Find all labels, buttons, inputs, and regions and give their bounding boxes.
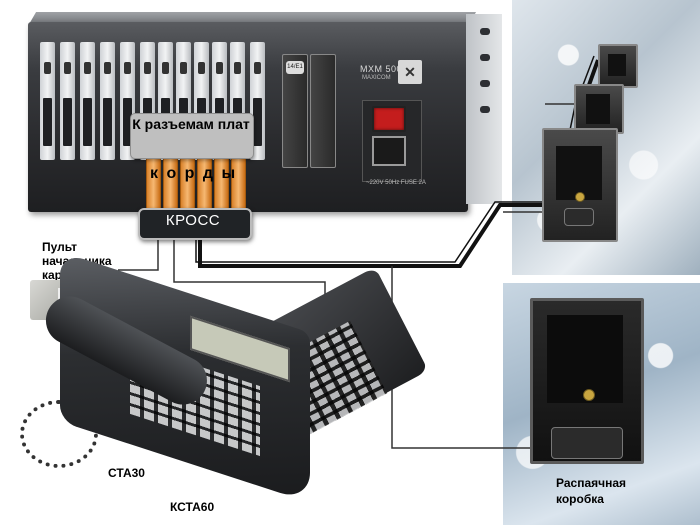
power-switch <box>372 106 406 132</box>
line-card <box>80 42 95 160</box>
junction-box-label: Распаячная коробка <box>556 476 627 506</box>
cords-label: к о р д ы <box>150 165 238 182</box>
device-model: MXM 500 <box>360 64 403 74</box>
cta30-label: СТА30 <box>108 466 145 480</box>
ear-hole <box>480 54 490 61</box>
cord <box>231 152 246 212</box>
device-brand: MAXICOM <box>362 75 391 81</box>
cord <box>180 152 195 212</box>
power-socket <box>372 136 406 166</box>
handset-cord <box>20 400 98 468</box>
plates-label-box <box>130 113 254 159</box>
junction-box-3 <box>542 128 618 242</box>
line-card <box>100 42 115 160</box>
ear-hole <box>480 106 490 113</box>
module-card <box>310 54 336 168</box>
junction-box-2 <box>574 84 624 134</box>
line-card <box>60 42 75 160</box>
junction-box-1 <box>598 44 638 88</box>
e1-module-card: 14/E1 <box>282 54 308 168</box>
ear-hole <box>480 80 490 87</box>
ear-hole <box>480 28 490 35</box>
wire-to-boxes-thin <box>195 55 595 263</box>
wire-to-boxes <box>198 59 600 268</box>
plates-label: К разъемам плат <box>132 116 250 132</box>
line-card <box>40 42 55 160</box>
cross-box <box>138 208 252 240</box>
kcta60-label: КСТА60 <box>170 500 215 514</box>
brand-logo-icon: ✕ <box>398 60 422 84</box>
rack-mount-ear <box>466 14 502 204</box>
cord <box>214 152 229 212</box>
cord <box>146 152 161 212</box>
cord <box>163 152 178 212</box>
power-rating: ~220V 50Hz FUSE 2A <box>366 180 426 186</box>
module-badge: 14/E1 <box>286 61 304 74</box>
junction-box-main <box>530 298 644 464</box>
cord <box>197 152 212 212</box>
wire-to-chief-console <box>118 236 159 271</box>
cross-label: КРОСС <box>165 212 221 229</box>
